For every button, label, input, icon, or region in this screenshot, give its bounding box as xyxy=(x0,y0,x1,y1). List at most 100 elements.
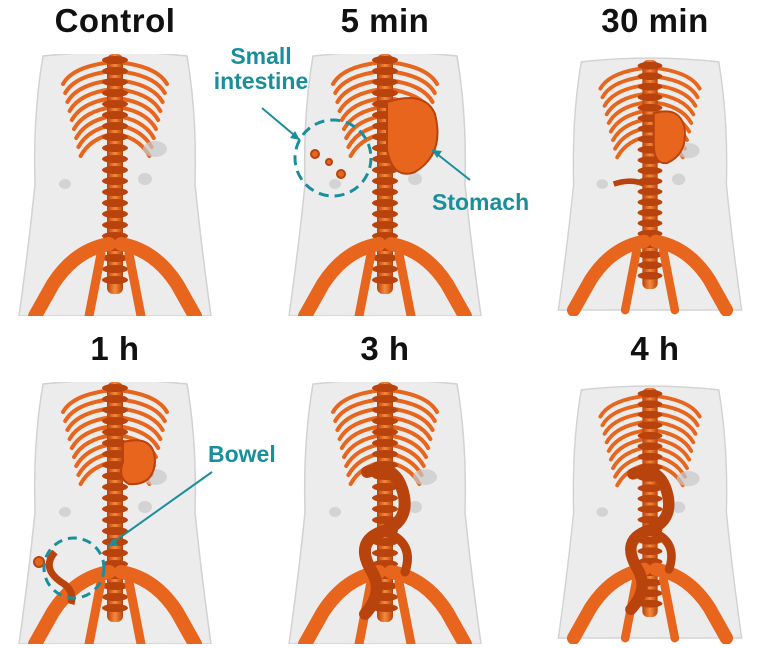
panel-title-30min: 30 min xyxy=(601,2,709,39)
stomach-contrast xyxy=(120,439,157,486)
vertebra xyxy=(372,384,398,392)
vertebra xyxy=(372,78,398,86)
left-pelvis xyxy=(28,237,116,316)
vertebra xyxy=(102,56,128,64)
vertebra xyxy=(372,450,398,458)
panel-title-5min: 5 min xyxy=(340,2,430,39)
organ-shadow xyxy=(329,179,341,189)
panel-3h: 3 h xyxy=(275,330,495,644)
vertebra xyxy=(102,439,128,447)
panel-1h: 1 h xyxy=(5,330,225,644)
vertebra xyxy=(637,547,663,555)
organ-shadow xyxy=(596,179,608,189)
vertebra xyxy=(372,483,398,491)
vertebra xyxy=(637,484,663,492)
vertebra xyxy=(637,61,663,70)
vertebra xyxy=(637,250,663,259)
vertebra xyxy=(102,210,128,218)
contrast-gi-tract xyxy=(612,110,686,187)
right-pelvis xyxy=(114,237,202,316)
right-pelvis xyxy=(649,562,734,644)
vertebra xyxy=(372,276,398,284)
vertebra xyxy=(372,395,398,403)
vertebra xyxy=(637,103,663,112)
vertebra xyxy=(637,431,663,440)
label-small-intestine: Small intestine xyxy=(196,44,326,94)
right-femur xyxy=(124,249,146,316)
right-femur xyxy=(124,577,146,644)
contrast-gi-tract xyxy=(625,465,676,616)
ct-image-control xyxy=(18,54,212,316)
vertebra xyxy=(372,166,398,174)
vertebra xyxy=(372,439,398,447)
vertebra xyxy=(372,428,398,436)
left-femur xyxy=(84,249,106,316)
organ-shadow xyxy=(59,179,71,189)
vertebra xyxy=(637,187,663,196)
right-femur xyxy=(659,246,680,315)
vertebra xyxy=(102,406,128,414)
vertebra xyxy=(637,271,663,280)
intestine-spot xyxy=(325,158,333,166)
right-pelvis xyxy=(114,565,202,644)
left-pelvis xyxy=(566,234,651,316)
label-bowel: Bowel xyxy=(208,441,276,467)
vertebra xyxy=(637,208,663,217)
ct-image-30min xyxy=(557,57,743,316)
label-small-intestine-text: Small intestine xyxy=(213,43,309,94)
intestine-spot xyxy=(310,149,320,159)
panel-title-control: Control xyxy=(54,2,176,39)
vertebra xyxy=(637,536,663,545)
vertebra xyxy=(102,188,128,196)
vertebra xyxy=(372,67,398,75)
spine xyxy=(372,382,398,622)
vertebra xyxy=(102,133,128,141)
vertebra xyxy=(102,177,128,185)
vertebra xyxy=(102,549,128,557)
vertebra xyxy=(372,265,398,273)
vertebra xyxy=(102,483,128,491)
vertebra xyxy=(102,254,128,262)
organ-shadow xyxy=(138,173,152,185)
organ-shadow xyxy=(671,173,686,185)
vertebra xyxy=(637,219,663,227)
organ-shadow xyxy=(408,173,422,185)
colon-branch xyxy=(645,526,676,574)
vertebra xyxy=(372,417,398,425)
right-femur xyxy=(394,577,416,644)
vertebra xyxy=(372,494,398,502)
vertebra xyxy=(372,199,398,207)
left-pelvis xyxy=(298,237,386,316)
vertebra xyxy=(637,452,663,461)
organ-shadow xyxy=(59,507,71,517)
contrast-gi-tract xyxy=(358,463,412,620)
vertebra xyxy=(372,406,398,414)
vertebra xyxy=(102,538,128,546)
left-femur xyxy=(354,249,376,316)
right-pelvis xyxy=(384,565,472,644)
stomach-contrast xyxy=(652,110,686,165)
vertebra xyxy=(637,599,663,608)
vertebra xyxy=(102,450,128,458)
vertebra xyxy=(637,442,663,450)
vertebra xyxy=(102,221,128,229)
vertebra xyxy=(372,604,398,612)
vertebra xyxy=(102,111,128,119)
organ-shadow xyxy=(329,507,341,517)
right-pelvis xyxy=(384,237,472,316)
vertebra xyxy=(102,276,128,284)
vertebra xyxy=(102,527,128,535)
soft-tissue xyxy=(59,141,167,189)
organ-shadow xyxy=(138,501,152,513)
right-pelvis xyxy=(649,234,734,316)
organ-shadow xyxy=(143,141,167,157)
vertebra xyxy=(102,516,128,524)
panel-4h: 4 h xyxy=(545,330,761,644)
spine xyxy=(637,387,663,618)
vertebra xyxy=(102,122,128,130)
vertebra xyxy=(102,593,128,601)
organ-shadow xyxy=(676,471,700,487)
vertebra xyxy=(372,254,398,262)
vertebra xyxy=(102,166,128,174)
vertebra xyxy=(102,417,128,425)
